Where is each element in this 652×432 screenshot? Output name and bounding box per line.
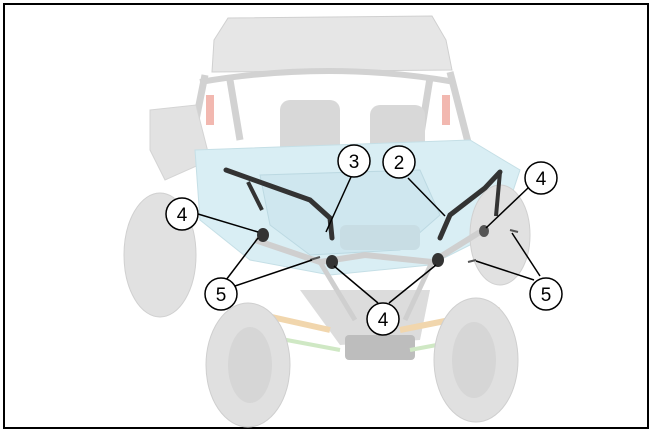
accent-red-left xyxy=(206,95,214,125)
callout-label: 2 xyxy=(394,153,405,174)
leader-lines xyxy=(197,176,541,304)
callout-label: 5 xyxy=(541,285,552,306)
grille xyxy=(340,225,420,250)
leader-4-bottom-b xyxy=(388,264,437,304)
skid-plate xyxy=(345,335,415,360)
leader-3 xyxy=(325,176,352,233)
front-frame-tube xyxy=(254,229,482,266)
callout-2: 2 xyxy=(382,145,416,179)
leader-5-right-b xyxy=(511,232,541,277)
front-bumper xyxy=(300,290,430,345)
leader-4-left xyxy=(197,213,259,233)
mount-4-center-left xyxy=(326,255,338,269)
bumper-bar-right xyxy=(437,169,503,241)
left-fender xyxy=(149,104,211,181)
mount-4-left xyxy=(257,228,269,242)
leader-4-right xyxy=(485,187,529,229)
roof-canopy xyxy=(211,15,453,73)
accent-red-right xyxy=(442,95,450,125)
callout-4-bottom: 4 xyxy=(366,302,400,336)
callout-5-right: 5 xyxy=(529,277,563,311)
bolt-5-center xyxy=(467,259,477,263)
leader-5-right-a xyxy=(475,260,535,281)
callout-5-left: 5 xyxy=(204,277,238,311)
callout-label: 5 xyxy=(216,285,227,306)
callout-label: 4 xyxy=(378,310,389,331)
callouts: 3 2 4 4 4 5 5 xyxy=(165,144,563,336)
callout-label: 4 xyxy=(536,169,547,190)
callout-3: 3 xyxy=(337,144,371,178)
leader-5-left-a xyxy=(225,237,259,281)
highlighted-parts xyxy=(223,167,519,269)
vehicle-ghost xyxy=(123,15,531,428)
mount-4-center-right xyxy=(432,253,444,267)
callout-label: 4 xyxy=(177,205,188,226)
callout-label: 3 xyxy=(349,152,360,173)
callout-4-right: 4 xyxy=(524,161,558,195)
leader-5-left-b xyxy=(234,259,313,287)
leader-2 xyxy=(407,177,446,217)
callout-4-left: 4 xyxy=(165,197,199,231)
leader-4-bottom-a xyxy=(333,265,379,304)
bolt-5-right xyxy=(509,229,519,233)
bumper-bar-left xyxy=(223,167,335,241)
